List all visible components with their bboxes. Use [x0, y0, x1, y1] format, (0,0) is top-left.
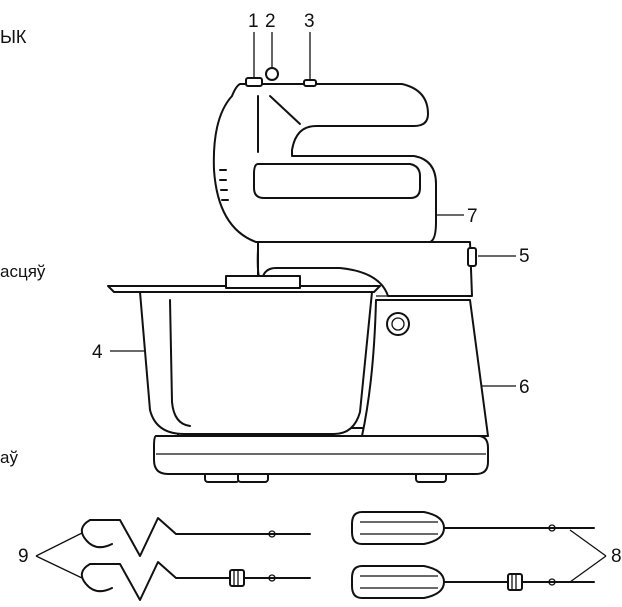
callout-6: 6 [519, 377, 530, 398]
stand-body [361, 295, 489, 437]
leader-lines [35, 32, 607, 583]
callout-5: 5 [519, 246, 530, 267]
callout-8: 8 [611, 546, 622, 567]
mixing-bowl [107, 275, 381, 435]
mixer-base [153, 427, 489, 483]
left-text-fragment-1: ЫК [0, 27, 27, 47]
left-text-fragment-3: аў [0, 448, 18, 467]
callout-4: 4 [92, 342, 103, 363]
dough-hooks [80, 517, 311, 601]
left-text-fragment-2: асцяў [0, 262, 46, 281]
callout-2: 2 [265, 11, 276, 32]
callout-3: 3 [304, 11, 315, 32]
beaters [351, 511, 595, 599]
vent-slots [219, 169, 229, 201]
callout-7: 7 [467, 206, 478, 227]
hand-mixer [212, 67, 437, 243]
callout-9: 9 [18, 546, 29, 567]
callout-1: 1 [248, 11, 259, 32]
